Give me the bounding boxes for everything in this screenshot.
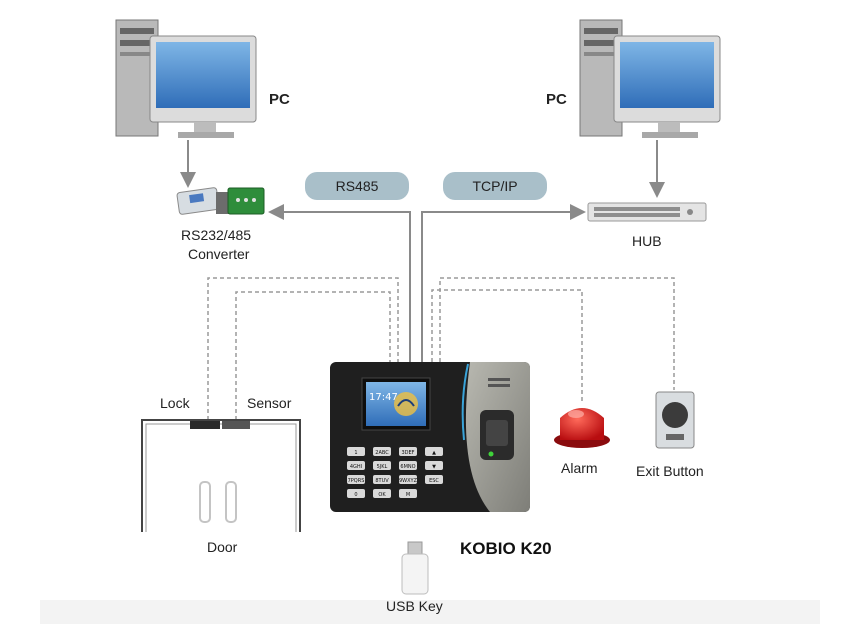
keypad-key-label: OK: [378, 492, 386, 498]
keypad-key: [399, 461, 417, 470]
pc-left-icon: [115, 19, 257, 138]
sensor-wire: [235, 291, 391, 420]
keypad-key: [399, 447, 417, 456]
keypad-key: [373, 489, 391, 498]
device-screen-time: 17:47: [369, 392, 398, 403]
keypad-key: [347, 447, 365, 456]
lock-icon: [190, 421, 220, 429]
door-label: Door: [207, 539, 238, 555]
usb-key-label: USB Key: [386, 598, 443, 614]
converter-label-line2: Converter: [188, 246, 250, 262]
rs485-wire: [268, 204, 411, 362]
sensor-label: Sensor: [247, 395, 292, 411]
keypad-key-label: M: [406, 492, 410, 498]
converter-label-line1: RS232/485: [181, 227, 252, 243]
keypad-key-label: ▲: [432, 450, 436, 456]
door-icon: [141, 419, 301, 532]
lock-label: Lock: [160, 395, 190, 411]
keypad: 1 2ABC 3DEF ▲ 4GHI 5JKL 6MNO ▼ 7PQRS 8TUV 9WXYZ ESC…: [347, 447, 443, 498]
keypad-key: [373, 461, 391, 470]
keypad-key: [425, 475, 443, 484]
keypad-key: [347, 489, 365, 498]
keypad-key-label: 4GHI: [350, 464, 362, 470]
pc-right-label: PC: [546, 91, 567, 108]
alarm-icon: [554, 408, 610, 448]
door-handle-left: [199, 481, 211, 523]
keypad-key-label: 6MNO: [400, 464, 415, 470]
door-handle-right: [225, 481, 237, 523]
alarm-wire: [431, 289, 583, 402]
hub-label: HUB: [632, 233, 662, 249]
alarm-label: Alarm: [561, 460, 598, 476]
exit-button-icon: [655, 391, 695, 449]
rs485-pill: RS485: [305, 172, 409, 200]
lock-wire: [207, 277, 399, 420]
keypad-key-label: 5JKL: [377, 464, 388, 470]
pc-right-icon: [579, 19, 721, 138]
pc-left-label: PC: [269, 91, 290, 108]
keypad-key-label: 7PQRS: [348, 478, 365, 484]
keypad-key: [373, 447, 391, 456]
keypad-key: [399, 475, 417, 484]
keypad-key: [425, 447, 443, 456]
keypad-key: [347, 461, 365, 470]
exit-button-label: Exit Button: [636, 463, 704, 479]
keypad-key: [373, 475, 391, 484]
usb-key-icon: [401, 541, 429, 595]
device-icon: [330, 362, 530, 512]
keypad-key-label: 9WXYZ: [399, 478, 418, 484]
keypad-key-label: 1: [354, 450, 357, 456]
keypad-key: [399, 489, 417, 498]
device-name-label: KOBIO K20: [460, 539, 552, 558]
exit-wire: [439, 277, 675, 390]
hub-icon: [587, 202, 707, 222]
keypad-key: [425, 461, 443, 470]
keypad-key-label: 2ABC: [375, 450, 389, 456]
sensor-icon: [222, 421, 250, 429]
converter-icon: [176, 187, 265, 215]
tcpip-pill: TCP/IP: [443, 172, 547, 200]
keypad-key-label: 8TUV: [375, 478, 389, 484]
keypad-key: [347, 475, 365, 484]
keypad-key-label: 0: [354, 492, 357, 498]
keypad-key-label: ▼: [432, 464, 436, 470]
keypad-key-label: ESC: [429, 478, 439, 484]
tcpip-wire: [421, 204, 586, 362]
keypad-key-label: 3DEF: [401, 450, 414, 456]
